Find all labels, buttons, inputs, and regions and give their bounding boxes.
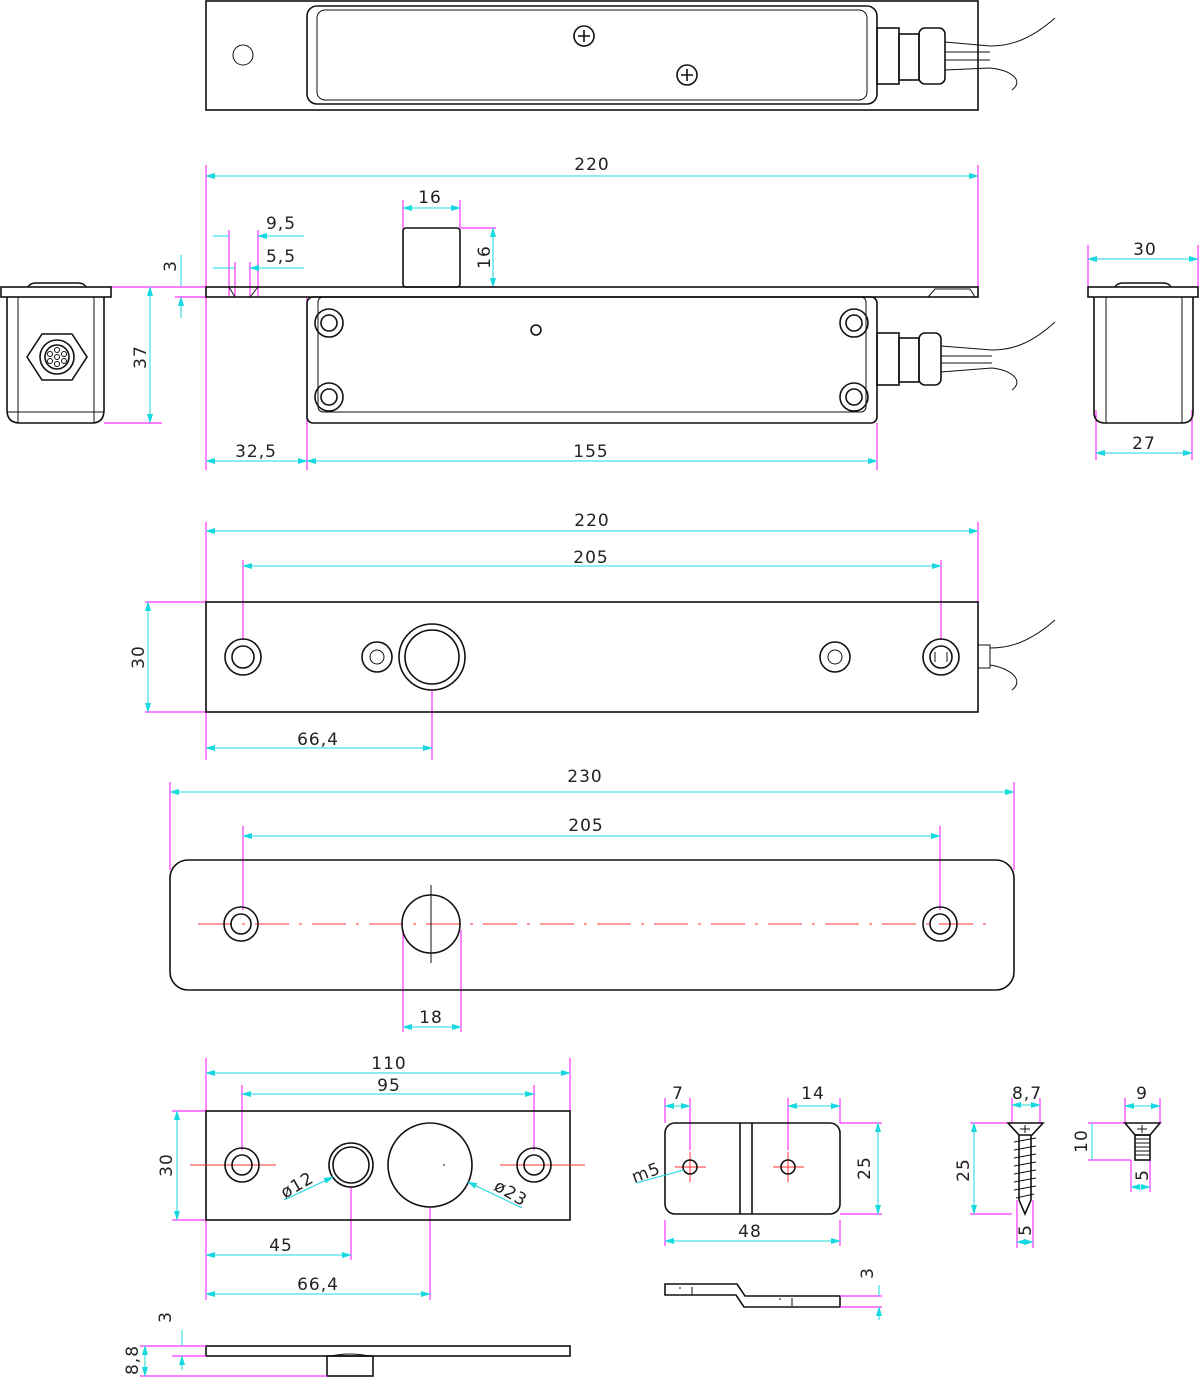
connector-icon	[26, 333, 88, 381]
dim-large-hole: ø23	[490, 1176, 530, 1211]
screw-icon	[573, 25, 698, 86]
dim-length: 220	[574, 511, 609, 531]
machine-screw-view: 9 10 5	[1072, 1084, 1162, 1192]
dim-length: 110	[371, 1054, 406, 1074]
side-view: 220 16 16 9,5 5,5 3 37	[0, 155, 1199, 470]
dim-length: 48	[738, 1222, 762, 1242]
dim-length: 220	[574, 155, 609, 175]
dim-bolt-width: 16	[418, 188, 442, 208]
dim-end-body-width: 27	[1132, 434, 1156, 454]
dim-thickness: 3	[156, 1311, 176, 1323]
dim-body-length: 155	[573, 442, 608, 462]
dim-thickness: 3	[858, 1267, 878, 1279]
wood-screw-icon	[1006, 1122, 1045, 1217]
left-end-view	[0, 282, 112, 424]
dim-small-hole: ø12	[277, 1168, 317, 1203]
dim-body-height: 37	[131, 345, 151, 369]
wood-screw-view: 8,7 25 5	[954, 1084, 1045, 1248]
cable-gland	[876, 17, 1056, 91]
dim-head: 8,7	[1012, 1084, 1042, 1104]
top-view	[205, 0, 1056, 111]
dim-body-offset: 32,5	[235, 442, 277, 462]
dim-width: 30	[129, 645, 149, 669]
dim-large-offset: 66,4	[297, 1275, 339, 1295]
dim-total-height: 8,8	[123, 1345, 143, 1375]
dim-height: 25	[855, 1156, 875, 1180]
dim-bolt-hole: 18	[419, 1008, 443, 1028]
bottom-view: 220 205 30 66,4	[129, 511, 1056, 760]
bracket-view: 7 14 m5 25 48 3	[629, 1084, 882, 1320]
dim-bolt-offset: 66,4	[297, 730, 339, 750]
dim-shank: 5	[1133, 1169, 1153, 1181]
dim-left-hole: 7	[672, 1084, 684, 1104]
dim-right-hole: 14	[801, 1084, 825, 1104]
dim-countersink-outer: 9,5	[266, 214, 296, 234]
screw-icon	[361, 641, 851, 673]
dim-small-offset: 45	[269, 1236, 293, 1256]
dim-shank: 5	[1016, 1224, 1036, 1236]
bolt	[402, 227, 461, 288]
dim-width: 30	[157, 1153, 177, 1177]
bolt-head	[398, 623, 466, 691]
dim-length: 230	[567, 767, 602, 787]
dim-bolt-height: 16	[475, 245, 495, 269]
cable-gland	[876, 321, 1056, 391]
dim-length: 10	[1072, 1129, 1092, 1153]
dim-length: 25	[954, 1158, 974, 1182]
dim-plate-thickness: 3	[161, 260, 181, 272]
dim-head: 9	[1136, 1084, 1148, 1104]
right-end-view: 30 27	[1087, 240, 1199, 460]
dim-hole-spacing: 205	[573, 548, 608, 568]
dim-countersink-inner: 5,5	[266, 247, 296, 267]
face-plate-view: 230 205 18	[169, 767, 1015, 1032]
mounting-hole	[314, 308, 869, 412]
strike-plate-view: 110 95 ø12 ø23 30 45 66,4 3 8,8	[123, 1054, 585, 1377]
dim-hole-spacing: 95	[377, 1076, 401, 1096]
dim-hole-spacing: 205	[568, 816, 603, 836]
machine-screw-icon	[1123, 1122, 1162, 1161]
dim-thread: m5	[629, 1159, 663, 1188]
dim-end-width: 30	[1133, 240, 1157, 260]
